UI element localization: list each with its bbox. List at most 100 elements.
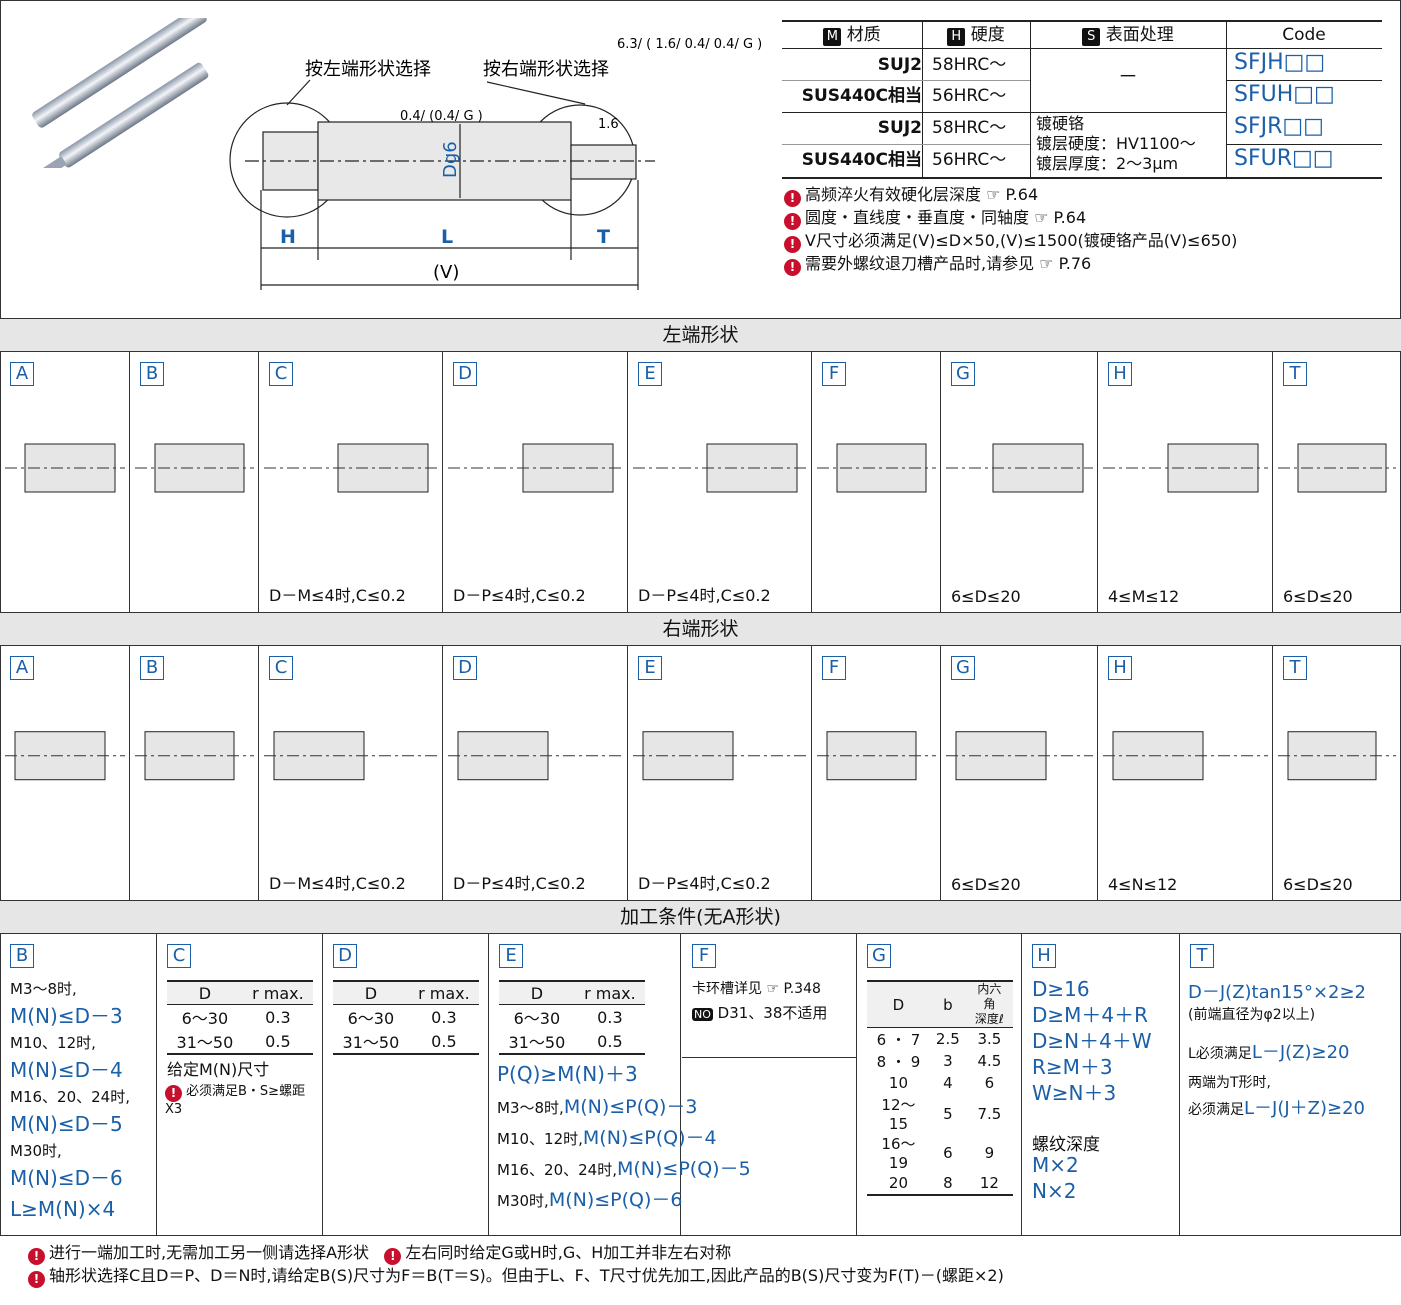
- shape-drawing: [135, 731, 254, 781]
- shape-drawing: [817, 443, 936, 493]
- shape-condition: 4≤N≤12: [1108, 875, 1178, 894]
- shape-drawing: [946, 443, 1093, 493]
- bottom-notes: !进行一端加工时,无需加工另一侧请选择A形状 !左右同时给定G或H时,G、H加工…: [28, 1242, 1004, 1288]
- cond-t-tag: T: [1190, 944, 1214, 968]
- shape-drawing: [448, 731, 623, 781]
- cond-d-tag: D: [333, 944, 357, 968]
- shape-condition: 6≤D≤20: [951, 587, 1021, 606]
- shape-condition: 6≤D≤20: [951, 875, 1021, 894]
- shape-tag: C: [269, 362, 293, 386]
- cond-h-cell: H D≥16 D≥M＋4＋R D≥N＋4＋W R≥M＋3 W≥N＋3 螺纹深度 …: [1022, 934, 1180, 1236]
- right-shape-a: A: [0, 646, 130, 900]
- row3-hardness: 58HRC～: [932, 118, 1007, 138]
- shape-tag: H: [1108, 362, 1132, 386]
- shape-drawing: [1278, 443, 1396, 493]
- shape-drawing: [5, 731, 125, 781]
- cond-f-tag: F: [692, 944, 716, 968]
- shape-tag: B: [140, 362, 164, 386]
- section-right-title: 右端形状: [0, 612, 1401, 646]
- dim-t: T: [597, 226, 610, 248]
- cond-f-cell: F 卡环槽详见 ☞ P.348 NO D31、38不适用: [682, 934, 857, 1058]
- cond-b-tag: B: [10, 944, 34, 968]
- cond-b-cell: B M3～8时, M(N)≤D－3 M10、12时, M(N)≤D－4 M16、…: [0, 934, 157, 1236]
- warning-icon: !: [784, 213, 801, 230]
- shape-tag: E: [638, 656, 662, 680]
- code-sfuh: SFUH□□: [1234, 82, 1335, 107]
- row2-material: SUS440C相当: [801, 86, 922, 106]
- cond-t-cell: T D－J(Z)tan15°×2≥2 (前端直径为φ2以上) L必须满足L－J(…: [1188, 944, 1367, 1119]
- shape-tag: A: [10, 362, 34, 386]
- warning-icon: !: [784, 190, 801, 207]
- shape-condition: D－M≤4时,C≤0.2: [269, 586, 406, 605]
- surface-plating: 镀硬铬 镀层硬度：HV1100～ 镀层厚度：2～3μm: [1036, 114, 1196, 173]
- shape-tag: D: [453, 362, 477, 386]
- shape-tag: B: [140, 656, 164, 680]
- cond-h-tag: H: [1032, 944, 1056, 968]
- row3-material: SUJ2: [877, 118, 922, 138]
- roughness-right: 1.6: [598, 117, 619, 132]
- shape-tag: T: [1283, 362, 1307, 386]
- shape-condition: 6≤D≤20: [1283, 875, 1353, 894]
- shape-tag: T: [1283, 656, 1307, 680]
- dim-d: Dg6: [440, 141, 461, 178]
- header-surface: S 表面处理: [1030, 22, 1226, 48]
- right-shape-b: B: [130, 646, 259, 900]
- shape-condition: 4≤M≤12: [1108, 587, 1180, 606]
- shape-drawing: [817, 731, 936, 781]
- dim-l: L: [441, 226, 453, 248]
- code-sfjh: SFJH□□: [1234, 50, 1326, 75]
- shape-tag: G: [951, 362, 975, 386]
- left-shape-b: B: [130, 352, 259, 612]
- shape-condition: D－M≤4时,C≤0.2: [269, 874, 406, 893]
- shape-drawing: [1278, 731, 1396, 781]
- shape-drawing: [633, 731, 807, 781]
- shape-drawing: [946, 731, 1093, 781]
- shape-tag: H: [1108, 656, 1132, 680]
- shape-condition: D－P≤4时,C≤0.2: [453, 586, 586, 605]
- warning-icon: !: [28, 1271, 45, 1288]
- shape-tag: A: [10, 656, 34, 680]
- shape-drawing: [135, 443, 254, 493]
- dim-v: (V): [433, 262, 459, 283]
- left-shape-h: H 4≤M≤12: [1098, 352, 1273, 612]
- left-shape-d: D D－P≤4时,C≤0.2: [443, 352, 628, 612]
- shape-drawing: [1103, 731, 1268, 781]
- shape-drawing: [448, 443, 623, 493]
- left-shape-t: T 6≤D≤20: [1273, 352, 1401, 612]
- svg-text:0.4/ (0.4/ G ): 0.4/ (0.4/ G ): [400, 109, 483, 124]
- product-photo: [32, 18, 209, 168]
- section-left-title: 左端形状: [0, 318, 1401, 352]
- row1-hardness: 58HRC～: [932, 55, 1007, 75]
- shape-drawing: [5, 443, 125, 493]
- cond-g-tag: G: [867, 944, 891, 968]
- right-shape-label: 按右端形状选择: [483, 59, 609, 80]
- dim-h: H: [280, 226, 296, 248]
- cond-c-tag: C: [167, 944, 191, 968]
- shape-tag: F: [822, 362, 846, 386]
- left-shape-label: 按左端形状选择: [305, 59, 431, 80]
- shape-drawing: [264, 443, 438, 493]
- cond-e-tag: E: [499, 944, 523, 968]
- right-shape-h: H 4≤N≤12: [1098, 646, 1273, 900]
- surface-none: －: [1118, 64, 1138, 88]
- top-notes: !高频淬火有效硬化层深度 ☞ P.64 !圆度・直线度・垂直度・同轴度 ☞ P.…: [784, 184, 1237, 276]
- right-shape-e: E D－P≤4时,C≤0.2: [628, 646, 812, 900]
- shape-condition: D－P≤4时,C≤0.2: [638, 874, 771, 893]
- warning-icon: !: [28, 1248, 45, 1265]
- left-shape-c: C D－M≤4时,C≤0.2: [259, 352, 443, 612]
- code-sfur: SFUR□□: [1234, 146, 1334, 171]
- right-shape-f: F: [812, 646, 941, 900]
- shape-condition: D－P≤4时,C≤0.2: [453, 874, 586, 893]
- row4-hardness: 56HRC～: [932, 150, 1007, 170]
- note-4: !需要外螺纹退刀槽产品时,请参见 ☞ P.76: [784, 253, 1237, 276]
- note-2: !圆度・直线度・垂直度・同轴度 ☞ P.64: [784, 207, 1237, 230]
- shape-condition: 6≤D≤20: [1283, 587, 1353, 606]
- shaft-drawing: 按左端形状选择 按右端形状选择 0.4/ (0.4/ G ) 6.3/ ( 1.…: [229, 37, 762, 290]
